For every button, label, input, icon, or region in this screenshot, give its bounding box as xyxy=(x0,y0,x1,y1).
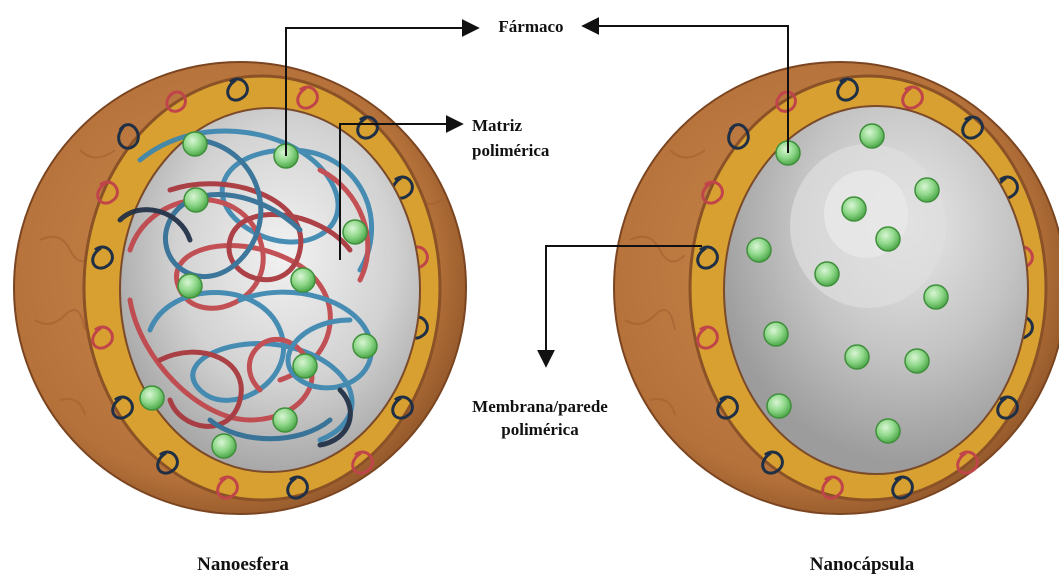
drug-bead xyxy=(747,238,771,262)
caption-nanosphere: Nanoesfera xyxy=(197,554,289,575)
drug-bead xyxy=(924,285,948,309)
drug-bead xyxy=(876,419,900,443)
drug-bead xyxy=(140,386,164,410)
nanocapsule xyxy=(614,62,1059,514)
drug-bead xyxy=(212,434,236,458)
drug-bead xyxy=(815,262,839,286)
drug-bead xyxy=(183,132,207,156)
drug-bead xyxy=(184,188,208,212)
drug-bead xyxy=(764,322,788,346)
drug-bead xyxy=(842,197,866,221)
drug-bead xyxy=(767,394,791,418)
drug-bead xyxy=(273,408,297,432)
drug-bead xyxy=(343,220,367,244)
drug-bead xyxy=(291,268,315,292)
drug-bead xyxy=(178,274,202,298)
drug-bead xyxy=(860,124,884,148)
drug-bead xyxy=(845,345,869,369)
matrix-label-line2: polimérica xyxy=(472,141,550,160)
drug-bead xyxy=(876,227,900,251)
drug-bead xyxy=(353,334,377,358)
drug-bead xyxy=(905,349,929,373)
drug-label: Fármaco xyxy=(498,17,563,36)
matrix-label-line1: Matriz xyxy=(472,116,522,135)
nanosphere xyxy=(14,62,466,514)
drug-bead xyxy=(915,178,939,202)
caption-nanocapsule: Nanocápsula xyxy=(810,554,915,575)
membrane-label-line1: Membrana/parede xyxy=(472,397,608,416)
membrane-label-line2: polimérica xyxy=(501,420,579,439)
drug-bead xyxy=(293,354,317,378)
